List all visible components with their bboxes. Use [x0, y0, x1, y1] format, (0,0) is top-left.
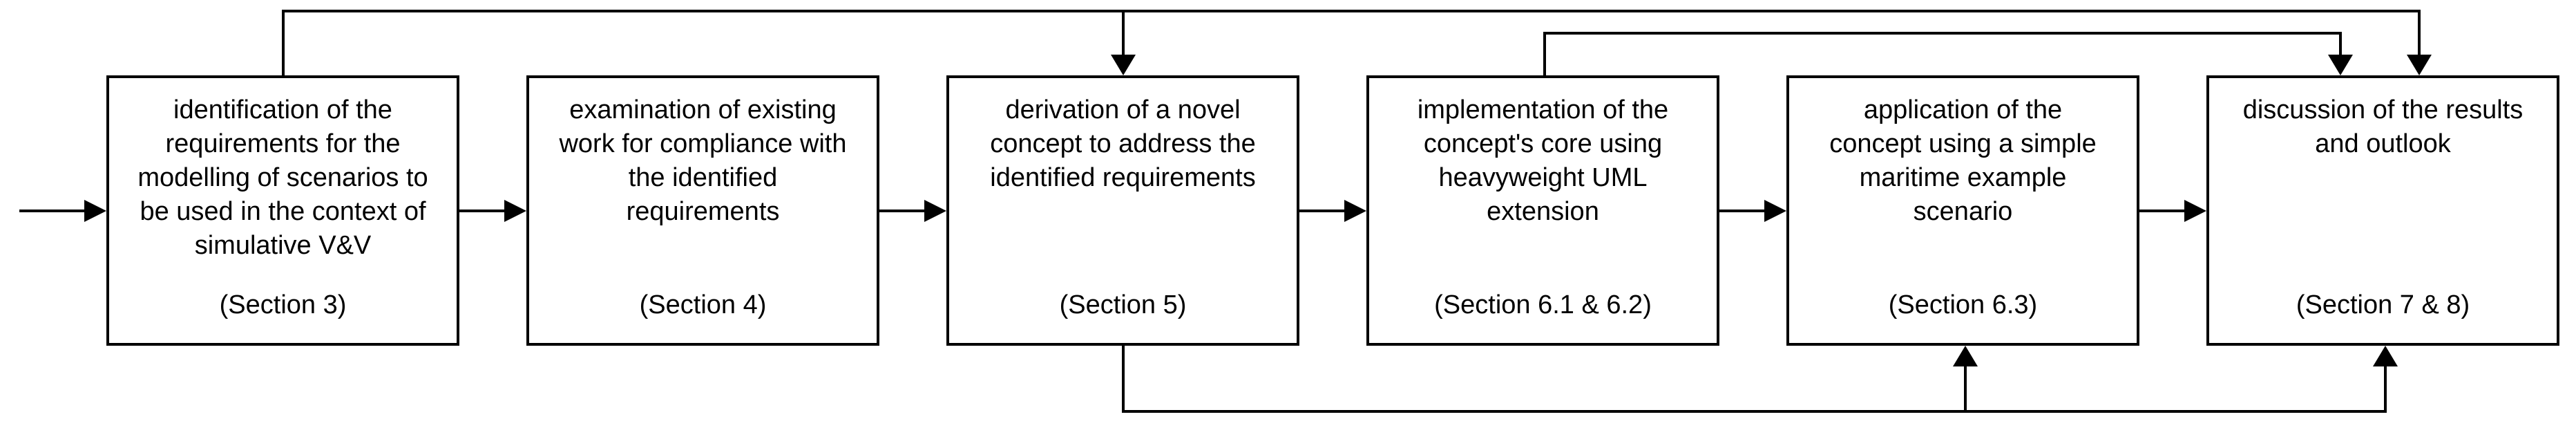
box-section-label: (Section 6.3): [1888, 290, 2038, 319]
flow-box-section-4: examination of existing work for complia…: [526, 75, 879, 346]
feedback1-drop-box6: [2418, 10, 2421, 57]
feedback2-riser-box4: [1543, 32, 1546, 75]
box-text: identification of the requirements for t…: [137, 93, 428, 263]
box-section-label: (Section 6.1 & 6.2): [1434, 290, 1652, 319]
box-text: application of the concept using a simpl…: [1829, 93, 2097, 229]
arrow-box4-box5-shaft: [1719, 210, 1767, 212]
arrow-box1-box2-shaft: [459, 210, 507, 212]
flow-box-section-3: identification of the requirements for t…: [106, 75, 459, 346]
box-text-line: scenario: [1913, 197, 2013, 226]
feedback1-box6-arrowhead-icon: [2407, 55, 2432, 75]
arrow-box3-box4-shaft: [1299, 210, 1347, 212]
flow-box-section-6-3: application of the concept using a simpl…: [1786, 75, 2139, 346]
box-text-line: heavyweight UML: [1438, 163, 1648, 192]
flow-box-section-7-8: discussion of the results and outlook (S…: [2206, 75, 2559, 346]
box-text: implementation of the concept's core usi…: [1418, 93, 1668, 229]
feedback3-riser-box6: [2384, 365, 2387, 413]
box-section-label: (Section 4): [639, 290, 767, 319]
box-text-line: derivation of a novel: [1005, 95, 1241, 124]
box-text-line: implementation of the: [1417, 95, 1669, 124]
feedback1-box3-arrowhead-icon: [1111, 55, 1136, 75]
box-text-line: the identified: [628, 163, 778, 192]
arrow-box3-box4-head-icon: [1344, 200, 1366, 222]
box-text-line: concept using a simple: [1829, 129, 2097, 158]
box-text-line: requirements for the: [165, 129, 401, 158]
box-text-line: simulative V&V: [194, 231, 372, 260]
feedback3-horizontal: [1122, 410, 2387, 413]
arrow-box5-box6-shaft: [2139, 210, 2187, 212]
feedback1-drop-box3: [1122, 10, 1125, 57]
box-section-label: (Section 5): [1059, 290, 1187, 319]
arrow-box2-box3-shaft: [879, 210, 927, 212]
feedback1-riser-box1: [282, 10, 285, 75]
feedback2-horizontal: [1543, 32, 2342, 35]
box-text: discussion of the results and outlook: [2243, 93, 2523, 161]
feedback3-drop-box3: [1122, 346, 1125, 413]
box-text-line: identification of the: [173, 95, 392, 124]
feedback3-box6-arrowhead-icon: [2373, 346, 2398, 366]
box-text-line: concept to address the: [990, 129, 1256, 158]
box-section-label: (Section 3): [219, 290, 347, 319]
box-text-line: application of the: [1863, 95, 2063, 124]
box-text: derivation of a novel concept to address…: [990, 93, 1255, 195]
arrow-box5-box6-head-icon: [2184, 200, 2206, 222]
box-text-line: concept's core using: [1423, 129, 1663, 158]
box-text-line: maritime example: [1859, 163, 2067, 192]
box-text-line: identified requirements: [990, 163, 1256, 192]
box-text-line: examination of existing: [569, 95, 837, 124]
feedback3-riser-box5: [1964, 365, 1967, 413]
box-text: examination of existing work for complia…: [559, 93, 846, 229]
feedback2-drop-box6: [2339, 32, 2342, 57]
box-text-line: work for compliance with: [559, 129, 847, 158]
box-section-label: (Section 7 & 8): [2296, 290, 2470, 319]
box-text-line: requirements: [626, 197, 780, 226]
box-text-line: discussion of the results: [2242, 95, 2523, 124]
box-text-line: extension: [1487, 197, 1599, 226]
feedback3-box5-arrowhead-icon: [1953, 346, 1978, 366]
arrow-box4-box5-head-icon: [1764, 200, 1786, 222]
arrow-box1-box2-head-icon: [504, 200, 526, 222]
flow-box-section-6-1-6-2: implementation of the concept's core usi…: [1366, 75, 1719, 346]
box-text-line: be used in the context of: [140, 197, 426, 226]
arrow-box2-box3-head-icon: [924, 200, 946, 222]
box-text-line: and outlook: [2315, 129, 2451, 158]
feedback2-box6-arrowhead-icon: [2328, 55, 2353, 75]
box-text-line: modelling of scenarios to: [137, 163, 428, 192]
flow-box-section-5: derivation of a novel concept to address…: [946, 75, 1299, 346]
feedback1-horizontal: [282, 10, 2421, 12]
entry-arrow-shaft: [19, 210, 87, 212]
entry-arrowhead-icon: [84, 200, 106, 222]
